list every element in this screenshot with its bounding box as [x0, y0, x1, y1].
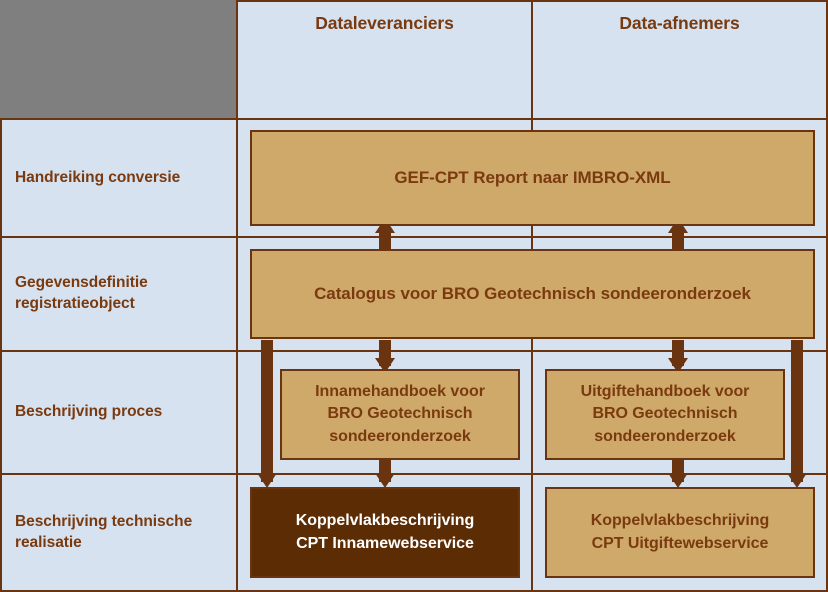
row-label-text: Beschrijving proces	[15, 403, 163, 421]
row-label-text: Beschrijving technische realisatie	[15, 512, 193, 551]
grid-corner-cell	[0, 0, 238, 120]
row-label-text: Handreiking conversie	[15, 168, 181, 186]
row-label-gegevensdefinitie-registratieobject: Gegevensdefinitie registratieobject	[0, 236, 238, 352]
box-label: Catalogus voor BRO Geotechnisch sondeero…	[314, 284, 751, 304]
box-gef-cpt-report[interactable]: GEF-CPT Report naar IMBRO-XML	[250, 130, 815, 226]
box-catalogus[interactable]: Catalogus voor BRO Geotechnisch sondeero…	[250, 249, 815, 339]
connector-catalogus-to-koppelvlak-inname	[261, 340, 273, 482]
arrowhead-down-koppelvlak-uitgifte	[668, 473, 688, 488]
row-label-text: Gegevensdefinitie registratieobject	[15, 274, 148, 312]
box-koppelvlakbeschrijving-cpt-innamewebservice[interactable]: Koppelvlakbeschrijving CPT Innamewebserv…	[250, 487, 520, 578]
column-header-label: Dataleveranciers	[315, 13, 454, 33]
box-label: Koppelvlakbeschrijving CPT Innamewebserv…	[295, 512, 475, 552]
box-uitgiftehandboek[interactable]: Uitgiftehandboek voor BRO Geotechnisch s…	[545, 369, 785, 460]
arrowhead-down-koppelvlak-inname-bypass	[257, 473, 277, 488]
box-label: Koppelvlakbeschrijving CPT Uitgiftewebse…	[590, 512, 770, 552]
row-label-handreiking-conversie: Handreiking conversie	[0, 118, 238, 238]
column-header-dataleveranciers: Dataleveranciers	[236, 0, 533, 120]
column-header-data-afnemers: Data-afnemers	[531, 0, 828, 120]
column-header-label: Data-afnemers	[619, 13, 740, 33]
row-label-beschrijving-technische-realisatie: Beschrijving technische realisatie	[0, 473, 238, 592]
box-innamehandboek[interactable]: Innamehandboek voor BRO Geotechnisch son…	[280, 369, 520, 460]
box-label: GEF-CPT Report naar IMBRO-XML	[394, 168, 671, 188]
box-koppelvlakbeschrijving-cpt-uitgiftewebservice[interactable]: Koppelvlakbeschrijving CPT Uitgiftewebse…	[545, 487, 815, 578]
arrowhead-down-koppelvlak-uitgifte-bypass	[787, 473, 807, 488]
arrowhead-down-koppelvlak-inname	[375, 473, 395, 488]
box-label: Innamehandboek voor BRO Geotechnisch son…	[315, 383, 485, 445]
connector-catalogus-to-koppelvlak-uitgifte	[791, 340, 803, 482]
box-label: Uitgiftehandboek voor BRO Geotechnisch s…	[580, 383, 750, 445]
row-label-beschrijving-proces: Beschrijving proces	[0, 350, 238, 475]
